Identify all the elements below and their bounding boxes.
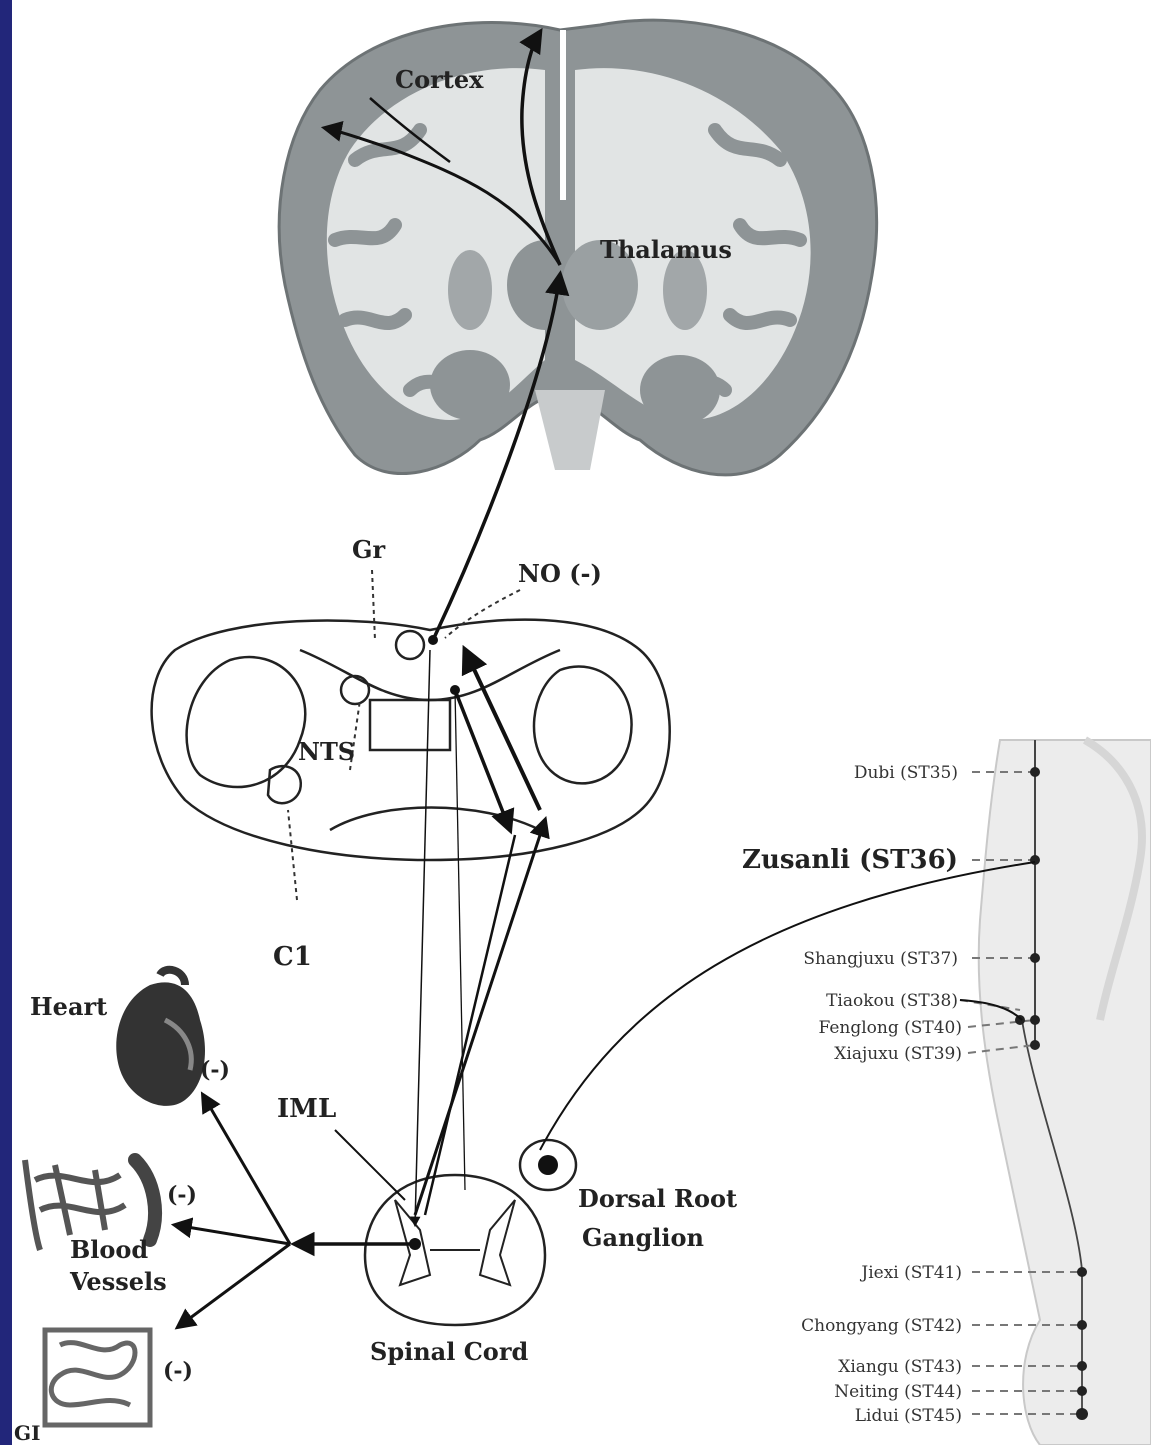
putamen-left (448, 250, 492, 330)
label-spinal-cord: Spinal Cord (370, 1337, 528, 1366)
acupoint-label: Neiting (ST44) (834, 1382, 962, 1402)
acupoint-label: Tiaokou (ST38) (826, 991, 958, 1011)
label-cortex: Cortex (395, 65, 484, 94)
gi-illustration (45, 1330, 150, 1425)
acupoint-label: Chongyang (ST42) (801, 1316, 962, 1336)
medulla-inner-right (534, 666, 632, 783)
label-heart: Heart (30, 992, 107, 1021)
label-iml: IML (277, 1094, 336, 1124)
drg-dot (538, 1155, 558, 1175)
temporal-left (430, 350, 510, 420)
path-drg-to-zusanli (540, 862, 1035, 1150)
medulla-section (152, 620, 670, 860)
leg (979, 740, 1151, 1445)
temporal-right (640, 355, 720, 425)
label-nts: NTS (298, 737, 355, 766)
acupoint-label: Lidui (ST45) (855, 1406, 962, 1426)
label-vessels-effect: (-) (167, 1182, 197, 1208)
label-no: NO (-) (518, 559, 602, 588)
label-gi-effect: (-) (163, 1358, 193, 1384)
iml-pointer (335, 1130, 405, 1200)
nts-nucleus (341, 676, 369, 704)
path-iml-down (415, 650, 430, 1225)
label-drg-2: Ganglion (582, 1223, 704, 1252)
iml-dot (409, 1238, 421, 1250)
gr-nucleus (396, 631, 424, 659)
c1-nucleus (268, 766, 301, 803)
label-gr: Gr (352, 535, 385, 564)
path-to-gi (178, 1244, 290, 1327)
brainstem (535, 390, 605, 470)
path-spinal-up-2 (425, 835, 515, 1215)
label-vessels: Vessels (69, 1267, 167, 1296)
brain-section (279, 20, 876, 475)
acupoint-label: Xiajuxu (ST39) (834, 1044, 962, 1064)
acupoint-label: Jiexi (ST41) (859, 1263, 962, 1283)
heart-illustration (116, 970, 205, 1106)
acupoint-label-zusanli: Zusanli (ST36) (742, 845, 958, 875)
leg-outline (979, 740, 1151, 1445)
label-thalamus: Thalamus (600, 235, 732, 264)
spinal-cord (365, 1175, 545, 1325)
medulla-outline (152, 620, 670, 860)
acupoint-label: Dubi (ST35) (854, 763, 958, 783)
path-medulla-down (465, 650, 540, 810)
path-thin-right (455, 690, 465, 1190)
acupoint-label: Fenglong (ST40) (818, 1018, 962, 1038)
label-c1: C1 (273, 942, 312, 972)
path-to-vessels (175, 1225, 290, 1244)
acupoint-label: Xiangu (ST43) (838, 1357, 962, 1377)
label-heart-effect: (-) (200, 1057, 230, 1083)
label-drg-1: Dorsal Root (578, 1184, 737, 1213)
label-gi: GI (14, 1421, 40, 1445)
raphe-box (370, 700, 450, 750)
label-blood: Blood (70, 1235, 148, 1264)
acupoint-label: Shangjuxu (ST37) (803, 949, 958, 969)
